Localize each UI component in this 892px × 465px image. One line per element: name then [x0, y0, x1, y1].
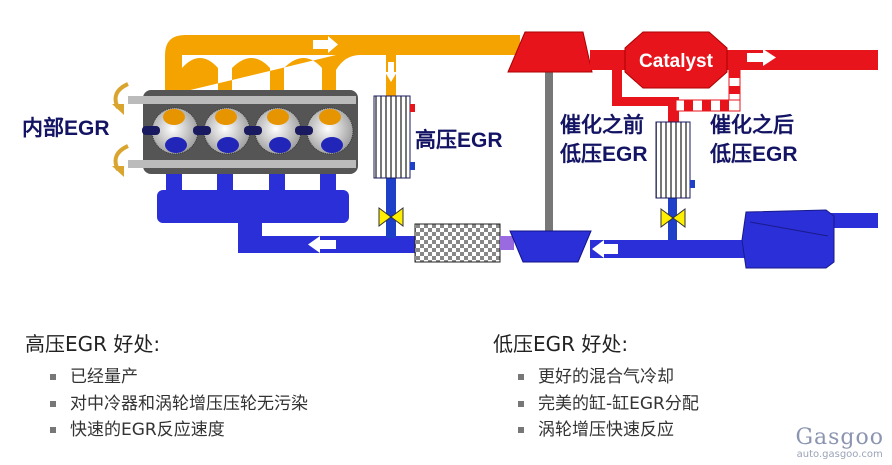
- list-item-text: 已经量产: [70, 367, 138, 387]
- arrowhead-icon: [112, 166, 124, 177]
- hp-egr-label: 高压EGR: [415, 129, 503, 152]
- compressor: [509, 230, 592, 263]
- coolant-outlet: [690, 180, 695, 188]
- coolant-outlet: [410, 162, 415, 170]
- list-item-text: 快速的EGR反应速度: [70, 420, 225, 440]
- watermark-url: auto.gasgoo.com: [796, 449, 883, 460]
- flow-arrow-left-icon: [308, 236, 336, 253]
- flow-arrow-right-icon: [313, 36, 338, 53]
- intercooler: [414, 223, 501, 263]
- flow-arrow-left-icon: [592, 240, 618, 258]
- list-item: 更好的混合气冷却: [518, 364, 699, 391]
- fresh-air-pipe: [590, 240, 750, 258]
- catalyst-label: Catalyst: [639, 51, 714, 72]
- post-cat-lp-egr-label: 催化之后 低压EGR: [710, 111, 798, 169]
- turbine: [507, 31, 593, 73]
- lp-benefits: 低压EGR 好处: 更好的混合气冷却 完美的缸-缸EGR分配 涡轮增压快速反应: [493, 330, 699, 444]
- bullet-icon: [50, 374, 56, 380]
- intercooler-pipe: [500, 236, 514, 250]
- post-cat-lp-egr-pipe: [675, 69, 741, 112]
- pre-cat-lp-egr-label: 催化之前 低压EGR: [560, 111, 648, 169]
- post-cat-label-line2: 低压EGR: [710, 143, 798, 166]
- list-item-text: 完美的缸-缸EGR分配: [538, 393, 699, 414]
- bullet-icon: [518, 400, 524, 407]
- bullet-icon: [50, 427, 56, 433]
- pre-cat-label-line2: 低压EGR: [560, 143, 648, 166]
- watermark-logo: Gasgoo: [795, 425, 884, 450]
- catalyst: [624, 31, 728, 89]
- hp-egr-pipe: [386, 176, 396, 238]
- engine-block: [128, 90, 358, 174]
- turbo-shaft: [545, 70, 553, 233]
- lp-egr-pipe: [668, 196, 677, 244]
- bullet-icon: [50, 400, 56, 407]
- cylinders: [142, 107, 354, 155]
- exhaust-manifold: [165, 35, 520, 97]
- egr-system-diagram: Catalyst: [112, 31, 878, 269]
- pre-cat-lp-egr-pipe: [612, 70, 679, 124]
- list-item-text: 涡轮增压快速反应: [538, 420, 674, 440]
- list-item-text: 对中冷器和涡轮增压压轮无污染: [70, 393, 308, 414]
- hp-benefits: 高压EGR 好处: 已经量产 对中冷器和涡轮增压压轮无污染 快速的EGR反应速度: [25, 330, 308, 444]
- list-item: 对中冷器和涡轮增压压轮无污染: [50, 391, 308, 418]
- list-item: 涡轮增压快速反应: [518, 417, 699, 444]
- watermark: Gasgoo auto.gasgoo.com: [795, 427, 884, 461]
- flow-arrow-right-icon: [747, 49, 776, 66]
- list-item: 快速的EGR反应速度: [50, 417, 308, 444]
- intake-manifold: [157, 170, 415, 253]
- air-intake-pipe: [828, 213, 878, 228]
- lp-egr-cooler: [655, 121, 691, 199]
- internal-egr-label: 内部EGR: [22, 117, 110, 140]
- coolant-inlet: [410, 104, 415, 112]
- bullet-icon: [518, 427, 524, 433]
- pre-cat-label-line1: 催化之前: [560, 114, 644, 137]
- arrowhead-icon: [112, 104, 124, 115]
- hp-egr-valve-icon: [378, 207, 404, 227]
- air-filter: [741, 209, 835, 269]
- list-item: 已经量产: [50, 364, 308, 391]
- list-item: 完美的缸-缸EGR分配: [518, 391, 699, 418]
- hp-benefits-title: 高压EGR 好处:: [25, 332, 161, 356]
- list-item-text: 更好的混合气冷却: [538, 367, 674, 387]
- post-cat-label-line1: 催化之后: [710, 114, 794, 137]
- flow-arrow-down-icon: [385, 62, 397, 82]
- bullet-icon: [518, 374, 524, 380]
- lp-egr-valve-icon: [660, 208, 686, 228]
- hp-egr-cooler: [373, 95, 411, 179]
- lp-benefits-title: 低压EGR 好处:: [493, 332, 629, 356]
